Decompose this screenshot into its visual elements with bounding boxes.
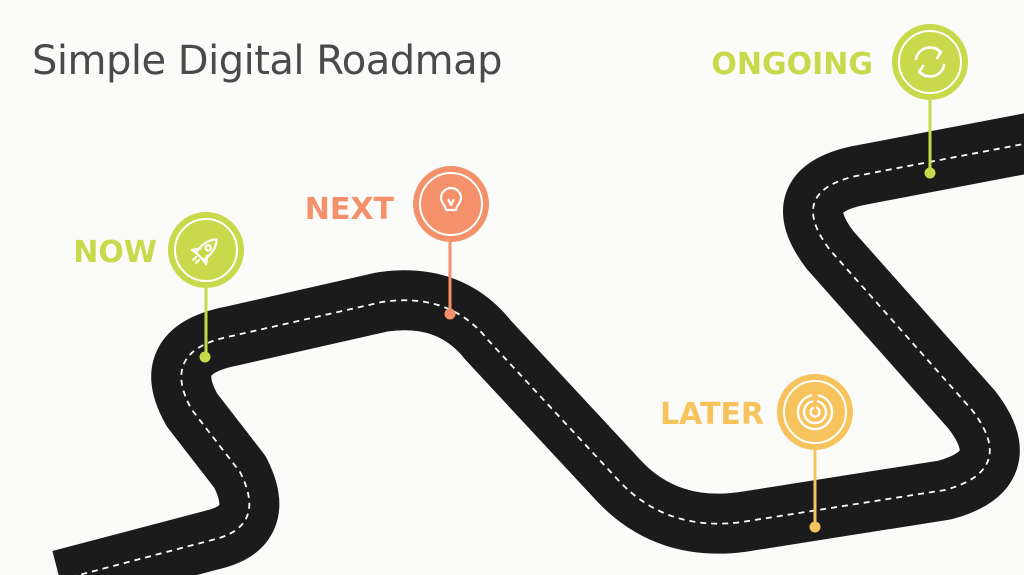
lightbulb-icon (439, 186, 463, 219)
milestone-ongoing-label: ONGOING (711, 47, 873, 82)
slide-title: Simple Digital Roadmap (32, 38, 502, 84)
milestone-now-inner-ring (174, 218, 238, 282)
road (52, 113, 1024, 575)
milestone-next: NEXT (305, 166, 489, 320)
milestone-ongoing: ONGOING (711, 24, 968, 179)
milestone-now-label: NOW (73, 235, 157, 270)
milestone-later-dot (809, 521, 821, 533)
rocket-icon (190, 238, 218, 266)
road-surface (52, 113, 1024, 575)
milestone-ongoing-ring (892, 24, 968, 100)
milestone-later-inner-ring (783, 380, 847, 444)
milestone-ongoing-inner-ring (898, 30, 962, 94)
milestone-next-label: NEXT (305, 192, 395, 227)
milestone-next-inner-ring (419, 172, 483, 236)
milestone-now: NOW (73, 212, 244, 363)
milestone-now-dot (199, 351, 211, 363)
milestone-later-label: LATER (660, 397, 764, 432)
milestone-later: LATER (660, 374, 853, 533)
milestone-next-dot (444, 308, 456, 320)
refresh-icon (914, 46, 946, 78)
target-icon (796, 392, 834, 431)
milestone-ongoing-dot (924, 167, 936, 179)
